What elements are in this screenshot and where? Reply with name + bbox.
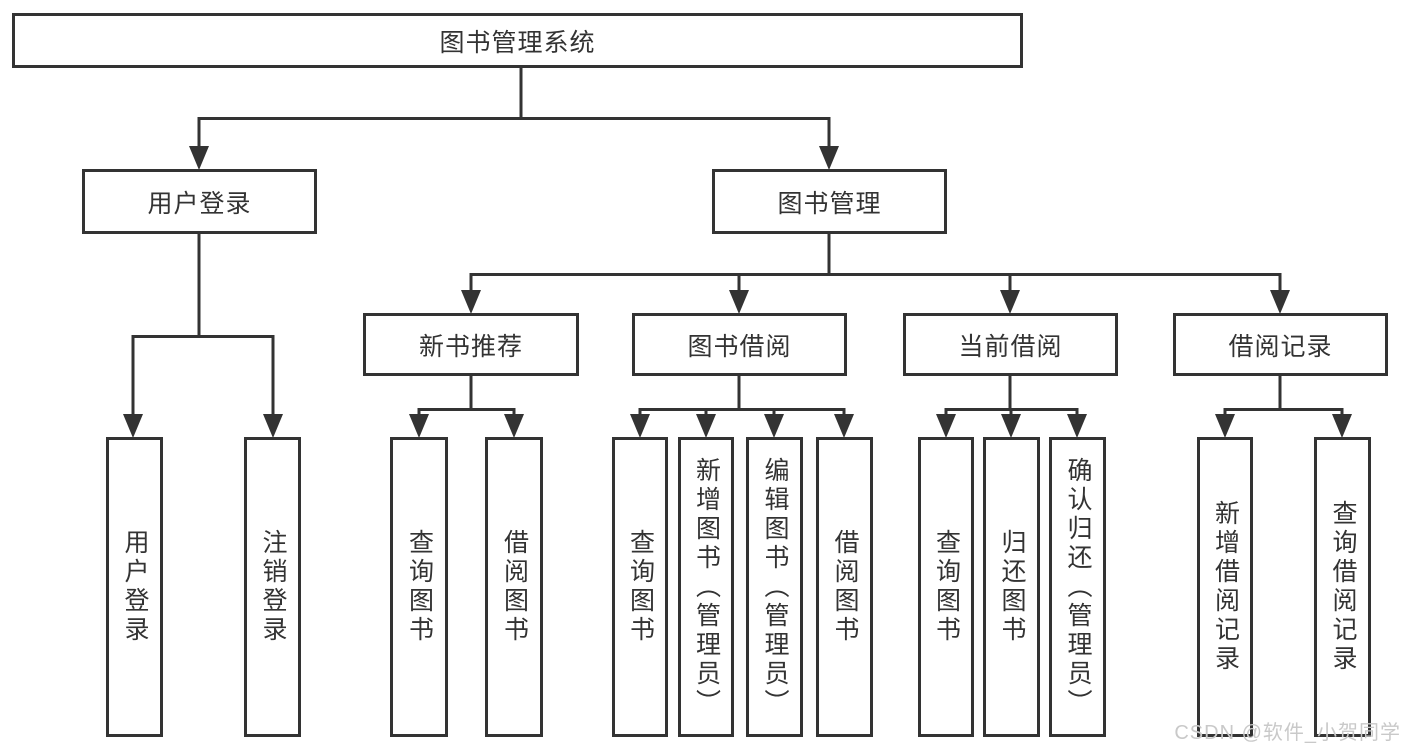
arrow-to-leaf [1067,414,1087,438]
node-root-system: 图书管理系统 [12,13,1023,68]
leaf-return-books: 归还图书 [983,437,1040,737]
leaf-query-books: 查询图书 [918,437,974,737]
leaf-query-books: 查询图书 [612,437,668,737]
arrow-to-new-books [461,290,481,314]
connector-currentborrow-to-leaves [944,376,1079,420]
node-book-borrowing-label: 图书借阅 [687,332,792,361]
connector-bookmgmt-to-level3 [469,234,1282,296]
leaf-label: 注销登录 [259,529,287,645]
arrow-to-leaf [409,414,429,438]
arrow-to-current-borrow [1000,290,1020,314]
connector-newbooks-to-leaves [417,376,516,420]
leaf-logout: 注销登录 [244,437,301,737]
leaf-label: 借阅图书 [500,529,529,645]
node-book-borrowing: 图书借阅 [632,313,847,376]
leaf-label: 编辑图书（管理员） [761,456,789,718]
arrow-to-leaf [263,414,283,438]
csdn-watermark: CSDN @软件_小贺同学 [1174,722,1401,744]
leaf-query-books: 查询图书 [390,437,448,737]
connector-borrowrecords-to-leaves [1223,376,1344,420]
arrow-to-leaf [1001,414,1021,438]
arrow-to-leaf [504,414,524,438]
leaf-borrow-books: 借阅图书 [816,437,873,737]
node-current-borrowing: 当前借阅 [903,313,1118,376]
leaf-add-borrow-record: 新增借阅记录 [1197,437,1253,737]
leaf-label: 确认归还（管理员） [1064,456,1092,718]
arrow-to-user-login [189,146,209,170]
leaf-label: 用户登录 [121,529,149,645]
connector-root-to-level2 [197,68,831,152]
arrow-to-leaf [1215,414,1235,438]
connector-lines [131,68,1344,420]
node-borrowing-records: 借阅记录 [1173,313,1388,376]
leaf-confirm-return-admin: 确认归还（管理员） [1049,437,1106,737]
connector-userlogin-to-leaves [131,234,275,418]
leaf-label: 查询图书 [626,529,655,645]
arrowheads [123,146,1352,438]
leaf-edit-books-admin: 编辑图书（管理员） [746,437,803,737]
arrow-to-book-mgmt [819,146,839,170]
node-borrowing-records-label: 借阅记录 [1228,332,1333,361]
arrow-to-borrow-records [1270,290,1290,314]
leaf-borrow-books: 借阅图书 [485,437,543,737]
node-book-management: 图书管理 [712,169,947,234]
node-new-book-recommend-label: 新书推荐 [418,332,523,361]
node-new-book-recommend: 新书推荐 [363,313,579,376]
leaf-label: 归还图书 [998,529,1026,645]
arrow-to-leaf [1332,414,1352,438]
leaf-label: 查询图书 [932,529,961,645]
arrow-to-leaf [123,414,143,438]
arrow-to-leaf [834,414,854,438]
leaf-label: 查询图书 [405,529,434,645]
node-current-borrowing-label: 当前借阅 [958,332,1063,361]
leaf-label: 新增借阅记录 [1211,500,1240,674]
leaf-label: 借阅图书 [831,529,859,645]
arrow-to-book-borrow [729,290,749,314]
leaf-label: 新增图书（管理员） [692,456,721,718]
arrow-to-leaf [764,414,784,438]
arrow-to-leaf [696,414,716,438]
node-book-management-label: 图书管理 [777,189,882,218]
leaf-label: 查询借阅记录 [1329,500,1357,674]
arrow-to-leaf [630,414,650,438]
node-user-login-label: 用户登录 [147,189,252,218]
leaf-add-books-admin: 新增图书（管理员） [678,437,734,737]
connector-bookborrow-to-leaves [638,376,846,420]
arrow-to-leaf [936,414,956,438]
leaf-user-login: 用户登录 [106,437,163,737]
leaf-query-borrow-record: 查询借阅记录 [1314,437,1371,737]
node-user-login: 用户登录 [82,169,317,234]
node-root-label: 图书管理系统 [439,28,596,57]
